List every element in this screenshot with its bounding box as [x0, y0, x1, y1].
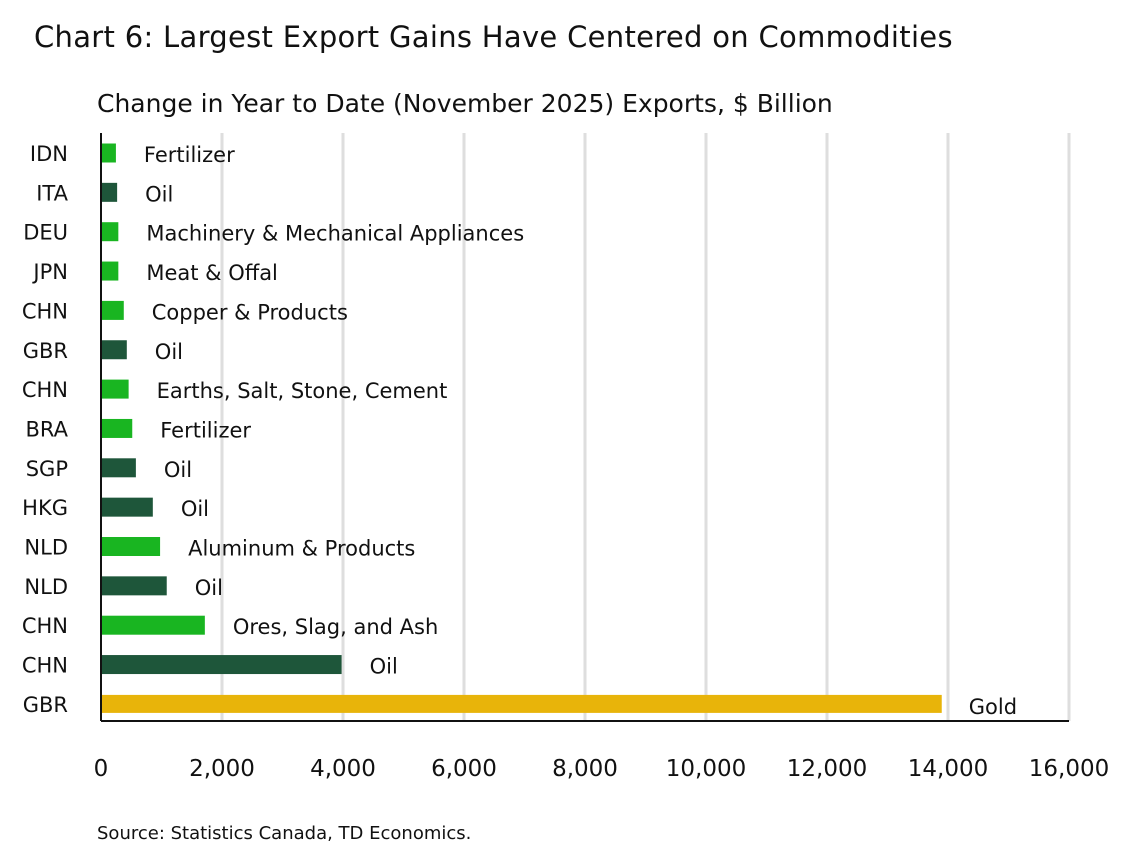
bar: [102, 537, 161, 556]
bar: [102, 261, 119, 281]
category-label: CHN: [22, 654, 68, 678]
x-tick-label: 14,000: [908, 756, 988, 782]
data-label: Oil: [370, 655, 398, 679]
category-label: BRA: [25, 417, 68, 441]
bar: [102, 143, 116, 163]
x-tick-label: 2,000: [189, 756, 255, 782]
data-label: Oil: [181, 497, 209, 521]
category-label: SGP: [26, 457, 68, 481]
category-label: JPN: [31, 260, 68, 284]
category-label: NLD: [24, 536, 68, 560]
data-label: Copper & Products: [152, 300, 348, 324]
category-label: GBR: [23, 693, 68, 717]
x-tick-label: 0: [94, 756, 109, 782]
category-label: CHN: [22, 614, 68, 638]
category-label: ITA: [36, 181, 68, 205]
bar: [102, 458, 136, 478]
bar: [102, 694, 942, 713]
bar: [102, 655, 342, 675]
x-tick-label: 16,000: [1029, 756, 1109, 782]
category-label: GBR: [23, 339, 68, 363]
x-tick-label: 6,000: [431, 756, 497, 782]
bar: [102, 576, 167, 596]
category-label: CHN: [22, 378, 68, 402]
data-label: Meat & Offal: [146, 261, 278, 285]
bar: [102, 222, 119, 242]
data-label: Fertilizer: [144, 143, 235, 167]
data-label: Machinery & Mechanical Appliances: [146, 222, 524, 246]
bar: [102, 615, 205, 635]
category-label: IDN: [30, 142, 68, 166]
bar: [102, 379, 129, 399]
data-label: Aluminum & Products: [188, 537, 415, 561]
category-label: NLD: [24, 575, 68, 599]
chart-title: Chart 6: Largest Export Gains Have Cente…: [34, 20, 953, 54]
x-tick-label: 12,000: [787, 756, 867, 782]
data-label: Oil: [145, 182, 173, 206]
data-label: Oil: [155, 340, 183, 364]
bar: [102, 182, 118, 202]
category-label: CHN: [22, 299, 68, 323]
source-note: Source: Statistics Canada, TD Economics.: [97, 823, 472, 844]
data-label: Gold: [969, 695, 1017, 719]
x-tick-label: 4,000: [310, 756, 376, 782]
data-label: Fertilizer: [160, 418, 251, 442]
bar: [102, 340, 127, 360]
chart-subtitle: Change in Year to Date (November 2025) E…: [97, 89, 833, 118]
bar: [102, 418, 133, 438]
data-label: Oil: [195, 576, 223, 600]
x-tick-label: 10,000: [666, 756, 746, 782]
data-label: Earths, Salt, Stone, Cement: [157, 379, 448, 403]
data-label: Oil: [164, 458, 192, 482]
data-label: Ores, Slag, and Ash: [233, 615, 438, 639]
category-label: DEU: [23, 221, 68, 245]
bar: [102, 497, 153, 517]
x-tick-label: 8,000: [552, 756, 618, 782]
category-label: HKG: [22, 496, 68, 520]
bar: [102, 300, 124, 320]
